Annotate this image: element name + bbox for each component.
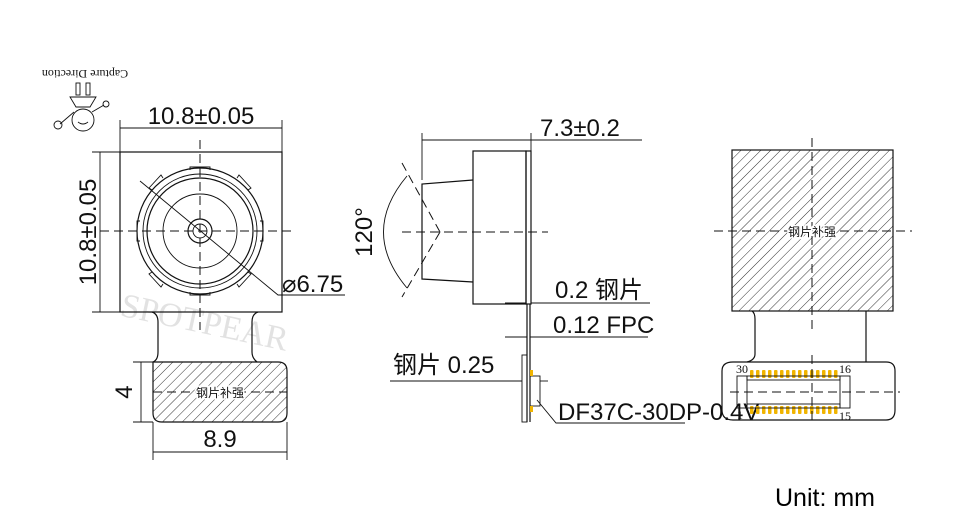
connector-pin [756,406,760,414]
connector-pin [816,406,820,414]
connector-label: DF37C-30DP-0.4V [558,399,759,426]
connector-pin [780,370,784,378]
connector-pin [792,370,796,378]
connector-pin [786,406,790,414]
connector-pin [750,406,754,414]
lens-diameter-dim: ⌀6.75 [282,271,343,298]
pin-1-label: 1 [737,408,743,422]
stiffener-label: 钢片补强 [196,386,244,400]
connector-pin [762,370,766,378]
connector-pin [768,370,772,378]
connector-pin [762,406,766,414]
connector-pin [774,406,778,414]
connector-pin [834,406,838,414]
capture-direction-icon: Capture Direction [42,67,128,132]
connector-pin [822,370,826,378]
connector-pin [804,370,808,378]
connector-pin [750,370,754,378]
fpc-thickness-dim: 0.12 FPC [553,312,654,339]
back-view: 钢片补强 30 16 1 15 [714,138,912,425]
pin-16-label: 16 [839,362,851,376]
connector-pin [834,370,838,378]
front-view: ⌀6.75 10.8±0.05 10.8±0.05 钢片补强 4 8.9 [75,103,345,460]
connector-pin [798,370,802,378]
pin-30-label: 30 [736,362,748,376]
width-dim: 10.8±0.05 [148,103,255,130]
fov-dim: 120° [351,207,378,257]
stiffener-height-dim: 4 [111,385,138,398]
unit-label: Unit: mm [775,484,875,510]
back-stiffener-label: 钢片补强 [788,225,836,239]
stiffener-thickness-dim: 钢片 0.25 [393,352,494,379]
capture-direction-label: Capture Direction [42,67,128,81]
connector-pin [804,406,808,414]
connector-pin [822,406,826,414]
stiffener-width-dim: 8.9 [203,426,236,453]
connector-pin [792,406,796,414]
pin-15-label: 15 [839,409,851,423]
connector-pin [780,406,784,414]
depth-dim: 7.3±0.2 [540,115,620,142]
connector-pin [786,370,790,378]
watermark: SPOTPEAR [117,287,291,359]
height-dim: 10.8±0.05 [75,179,102,286]
plate-thickness-dim: 0.2 钢片 [555,277,643,304]
side-view: 120° 7.3±0.2 0.2 钢片 0.12 FPC 钢片 0.25 DF3… [351,115,759,426]
connector-pin [756,370,760,378]
connector-pin [816,370,820,378]
connector-pin [798,406,802,414]
connector-pin [768,406,772,414]
connector-pin [828,406,832,414]
connector-pin [828,370,832,378]
connector-pin [774,370,778,378]
